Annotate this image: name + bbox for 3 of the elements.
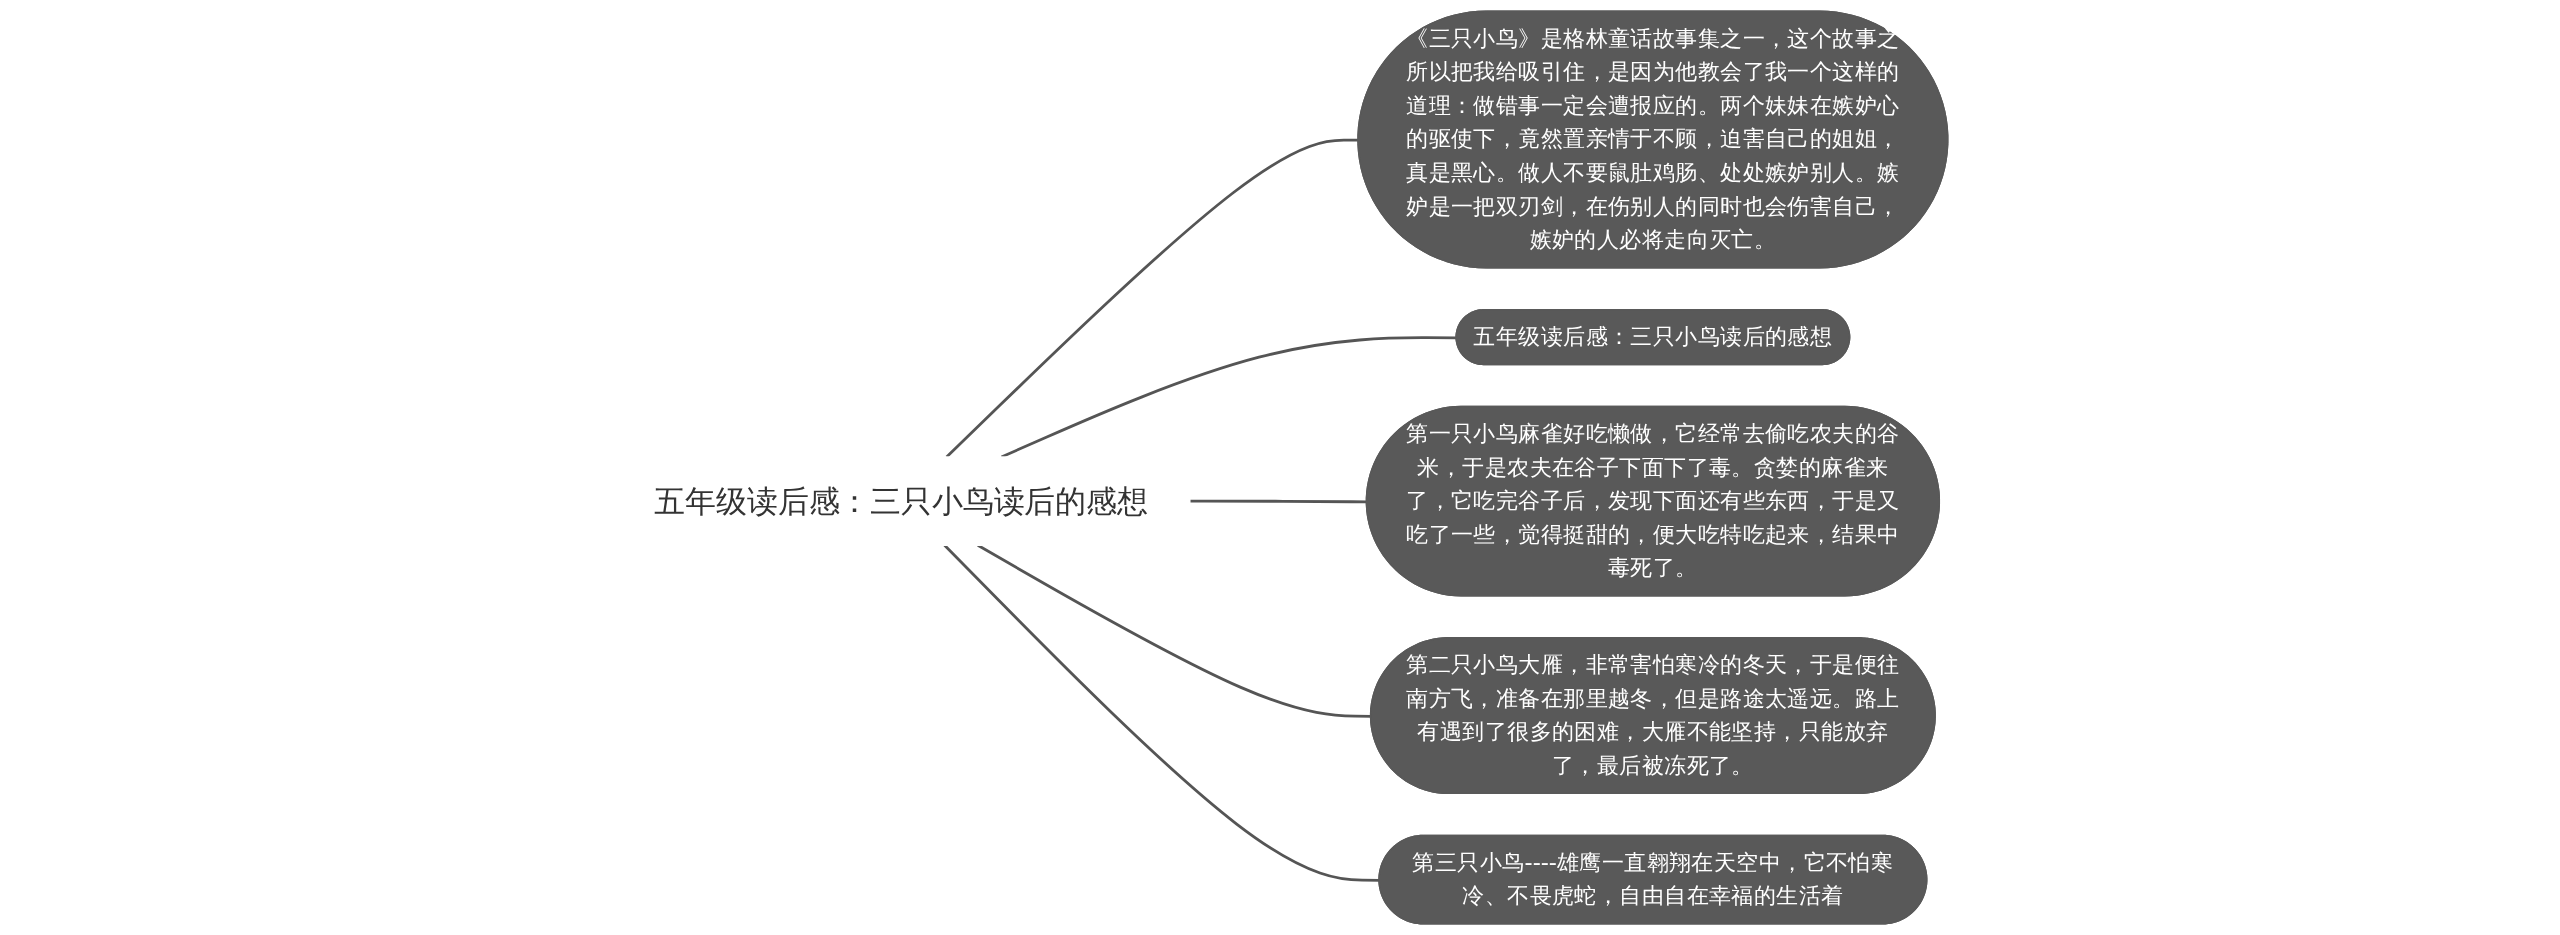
node-text: 五年级读后感：三只小鸟读后的感想 bbox=[654, 483, 1148, 519]
connector bbox=[945, 138, 1359, 458]
connector bbox=[943, 544, 1380, 882]
